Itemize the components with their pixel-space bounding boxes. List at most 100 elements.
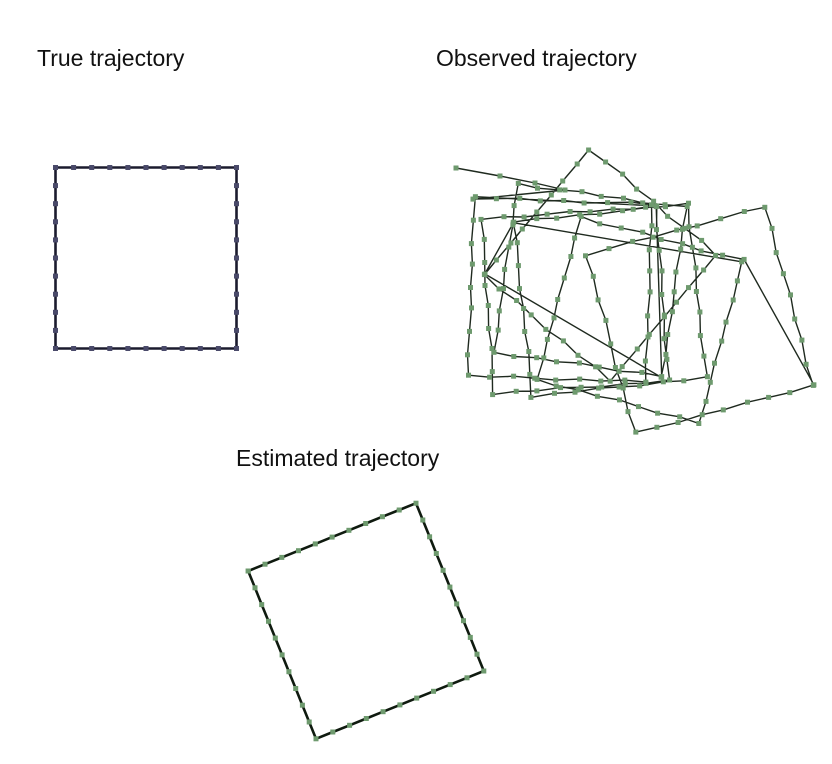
observed-trajectory-marker — [616, 384, 622, 390]
observed-trajectory-marker — [581, 200, 587, 206]
observed-trajectory-marker — [606, 246, 612, 252]
observed-trajectory-marker — [634, 186, 640, 192]
true-trajectory-marker — [215, 165, 221, 170]
observed-trajectory-marker — [575, 387, 581, 393]
observed-trajectory-marker — [639, 369, 645, 375]
observed-trajectory-marker — [734, 278, 740, 284]
true-trajectory-marker — [161, 346, 167, 351]
estimated-trajectory-marker — [414, 695, 420, 701]
observed-trajectory-marker — [719, 338, 725, 344]
observed-trajectory-marker — [646, 247, 652, 253]
observed-trajectory-marker — [605, 200, 611, 206]
observed-trajectory-marker — [788, 292, 793, 298]
true-trajectory-line — [54, 166, 238, 350]
observed-trajectory-marker — [521, 214, 527, 220]
observed-trajectory-marker — [594, 393, 600, 399]
observed-trajectory-marker — [561, 198, 567, 203]
estimated-trajectory-marker — [440, 567, 446, 573]
estimated-trajectory-marker — [266, 618, 271, 624]
estimated-trajectory-marker — [279, 652, 285, 658]
observed-trajectory-marker — [697, 309, 703, 315]
observed-trajectory-marker — [535, 185, 540, 191]
observed-trajectory-marker — [481, 236, 487, 242]
true-trajectory-marker — [234, 201, 239, 207]
observed-trajectory-marker — [486, 326, 492, 331]
observed-trajectory-marker — [603, 159, 609, 165]
observed-trajectory-marker — [493, 257, 499, 263]
observed-trajectory-marker — [597, 221, 603, 227]
estimated-trajectory-marker — [329, 534, 335, 540]
observed-trajectory-marker — [482, 260, 488, 265]
true-trajectory-marker — [234, 183, 239, 189]
observed-trajectory-marker — [642, 358, 648, 364]
observed-trajectory-marker — [598, 378, 604, 384]
observed-trajectory-marker — [517, 195, 523, 201]
observed-trajectory-marker — [557, 187, 563, 193]
true-trajectory-marker — [143, 165, 149, 170]
observed-trajectory-marker — [491, 349, 497, 355]
observed-trajectory-marker — [787, 390, 793, 396]
observed-trajectory-marker — [534, 376, 540, 382]
observed-trajectory-marker — [723, 319, 729, 325]
observed-trajectory-marker — [496, 286, 502, 292]
observed-trajectory-marker — [712, 360, 717, 366]
estimated-trajectory-marker — [252, 585, 258, 591]
observed-trajectory-marker — [718, 216, 724, 222]
observed-trajectory-marker — [675, 420, 681, 425]
observed-trajectory-marker — [612, 365, 618, 370]
observed-trajectory-marker — [603, 317, 609, 323]
estimated-trajectory-marker — [447, 682, 453, 688]
estimated-trajectory-marker — [346, 527, 352, 533]
observed-trajectory-marker — [686, 224, 692, 230]
true-trajectory-marker — [53, 183, 58, 189]
true-trajectory-marker — [53, 309, 58, 315]
observed-trajectory-marker — [497, 173, 503, 179]
observed-trajectory-marker — [453, 165, 459, 171]
estimated-trajectory-marker — [380, 709, 386, 715]
observed-trajectory-marker — [472, 194, 478, 200]
observed-trajectory-marker — [596, 364, 602, 370]
observed-trajectory-marker — [741, 256, 747, 262]
observed-trajectory-marker — [658, 374, 664, 380]
true-trajectory-marker — [125, 346, 131, 351]
estimated-trajectory-marker — [245, 568, 251, 574]
estimated-trajectory-marker — [447, 584, 453, 590]
observed-trajectory-marker — [508, 240, 514, 246]
observed-trajectory-marker — [773, 250, 779, 256]
estimated-trajectory-marker — [279, 554, 285, 560]
observed-trajectory-marker — [636, 404, 641, 410]
observed-trajectory-marker — [643, 380, 649, 386]
observed-trajectory-marker — [686, 285, 691, 291]
observed-trajectory-marker — [678, 246, 684, 252]
true-trajectory-title: True trajectory — [37, 45, 185, 71]
observed-trajectory-marker — [701, 267, 707, 273]
estimated-trajectory-marker — [420, 517, 426, 523]
observed-trajectory-marker — [578, 214, 584, 219]
observed-trajectory-marker — [654, 227, 659, 233]
observed-trajectory-title: Observed trajectory — [436, 45, 637, 71]
estimated-trajectory-marker — [431, 688, 436, 694]
observed-trajectory-marker — [810, 382, 816, 388]
observed-trajectory-marker — [693, 289, 699, 294]
estimated-trajectory-marker — [306, 719, 312, 725]
observed-trajectory-marker — [661, 314, 667, 320]
observed-trajectory-marker — [572, 235, 578, 241]
observed-trajectory-marker — [663, 351, 669, 357]
observed-trajectory-marker — [465, 352, 470, 358]
observed-trajectory-marker — [699, 412, 705, 418]
observed-trajectory-marker — [528, 394, 534, 400]
observed-trajectory-marker — [643, 204, 649, 210]
observed-trajectory-marker — [466, 372, 471, 378]
observed-trajectory-marker — [554, 359, 559, 365]
observed-trajectory-marker — [534, 388, 540, 394]
observed-trajectory-marker — [561, 275, 567, 281]
observed-trajectory-marker — [655, 410, 661, 416]
observed-trajectory-marker — [647, 289, 653, 295]
observed-trajectory-marker — [527, 371, 533, 377]
observed-trajectory-marker — [628, 199, 634, 205]
estimated-trajectory-marker — [262, 561, 268, 567]
observed-trajectory-marker — [649, 202, 654, 208]
observed-trajectory-marker — [526, 349, 532, 354]
observed-trajectory-marker — [501, 286, 506, 292]
true-trajectory-marker — [107, 165, 113, 170]
